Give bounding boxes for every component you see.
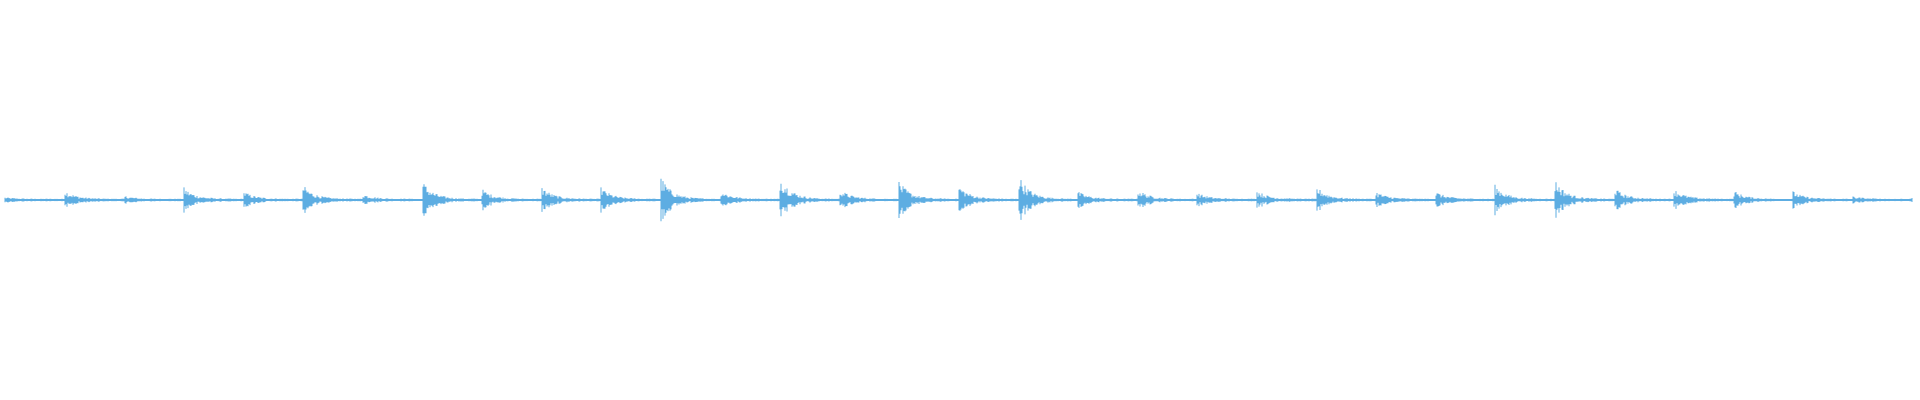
waveform-path [4,178,1913,222]
waveform-bars [4,178,1913,222]
